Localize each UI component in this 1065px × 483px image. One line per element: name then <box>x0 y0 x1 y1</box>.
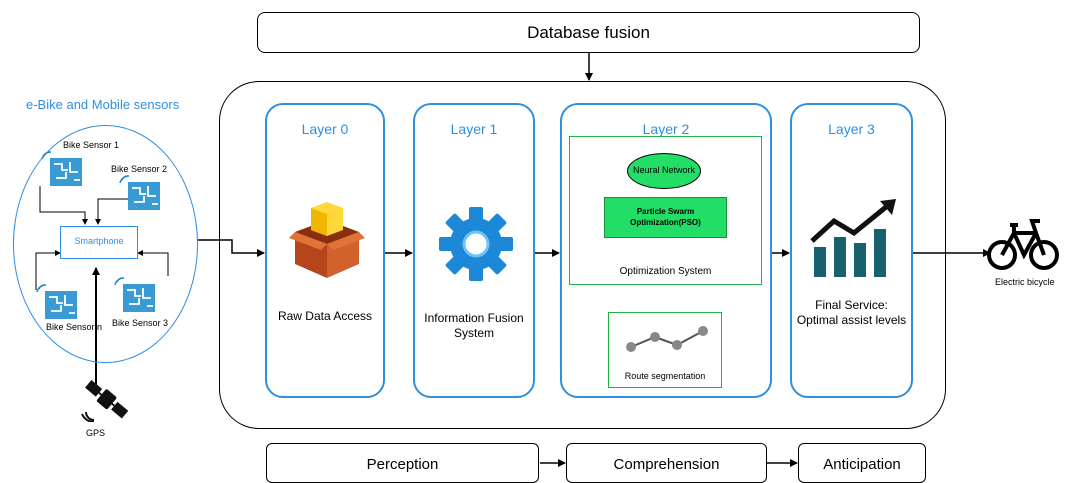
sensors-to-layer0-arrow <box>197 239 265 257</box>
growth-chart-icon <box>810 199 896 277</box>
pso-label-line2: Optimization(PSO) <box>630 218 701 227</box>
route-segmentation-box: Route segmentation <box>608 312 722 388</box>
route-segmentation-label: Route segmentation <box>624 371 706 381</box>
sensors-title: e-Bike and Mobile sensors <box>26 97 180 112</box>
bike-sensor-3-icon <box>114 277 155 312</box>
main-pipeline-container <box>219 81 946 429</box>
layer-0-title: Layer 0 <box>301 121 349 137</box>
neural-network-node: Neural Network <box>627 153 701 189</box>
gear-icon <box>439 207 513 281</box>
layer-0-panel: Layer 0 Raw Data Access <box>265 103 385 398</box>
bike-sensor-2-icon <box>119 175 160 210</box>
layer-1-label-line2: System <box>453 326 494 340</box>
layer-3-label-line2: Optimal assist levels <box>796 313 907 327</box>
pso-label-line1: Particle Swarm <box>636 207 695 216</box>
perception-box: Perception <box>266 443 539 483</box>
sensors-ellipse <box>13 125 198 363</box>
bike-sensor-n-label: Bike Sensor n <box>46 322 103 332</box>
gps-label: GPS <box>86 428 106 438</box>
bike-sensor-1-icon <box>41 151 82 186</box>
bike-sensor-1-label: Bike Sensor 1 <box>63 140 120 150</box>
smartphone-label: Smartphone <box>74 236 124 246</box>
optimization-system-label: Optimization System <box>619 266 712 277</box>
pso-box: Particle Swarm Optimization(PSO) <box>604 197 727 238</box>
comprehension-label: Comprehension <box>613 456 720 473</box>
layer-2-title: Layer 2 <box>642 121 690 137</box>
smartphone-box: Smartphone <box>60 226 138 259</box>
satellite-icon <box>81 379 129 422</box>
package-box-icon <box>289 202 365 278</box>
layer-1-panel: Layer 1 Information Fusion System <box>413 103 535 398</box>
bike-sensor-2-label: Bike Sensor 2 <box>111 164 168 174</box>
anticipation-box: Anticipation <box>798 443 926 483</box>
perception-label: Perception <box>366 456 439 473</box>
neural-network-label: Neural Network <box>632 165 696 175</box>
database-fusion-label: Database fusion <box>527 23 650 42</box>
layer-3-panel: Layer 3 Final Service: Optimal assist le… <box>790 103 913 398</box>
bike-sensor-3-label: Bike Sensor 3 <box>112 318 169 328</box>
layer-1-title: Layer 1 <box>450 121 498 137</box>
layer-3-title: Layer 3 <box>828 121 875 137</box>
layer-0-label: Raw Data Access <box>277 309 373 323</box>
layer-3-label-line1: Final Service: <box>815 298 888 312</box>
layer-1-label-line1: Information Fusion <box>424 311 524 325</box>
electric-bicycle-label: Electric bicycle <box>995 277 1055 287</box>
database-fusion-box: Database fusion <box>257 12 920 53</box>
route-segmentation-icon <box>626 326 708 352</box>
anticipation-label: Anticipation <box>823 456 901 473</box>
comprehension-box: Comprehension <box>566 443 767 483</box>
bike-sensor-n-icon <box>36 284 77 319</box>
bicycle-icon <box>987 219 1059 270</box>
